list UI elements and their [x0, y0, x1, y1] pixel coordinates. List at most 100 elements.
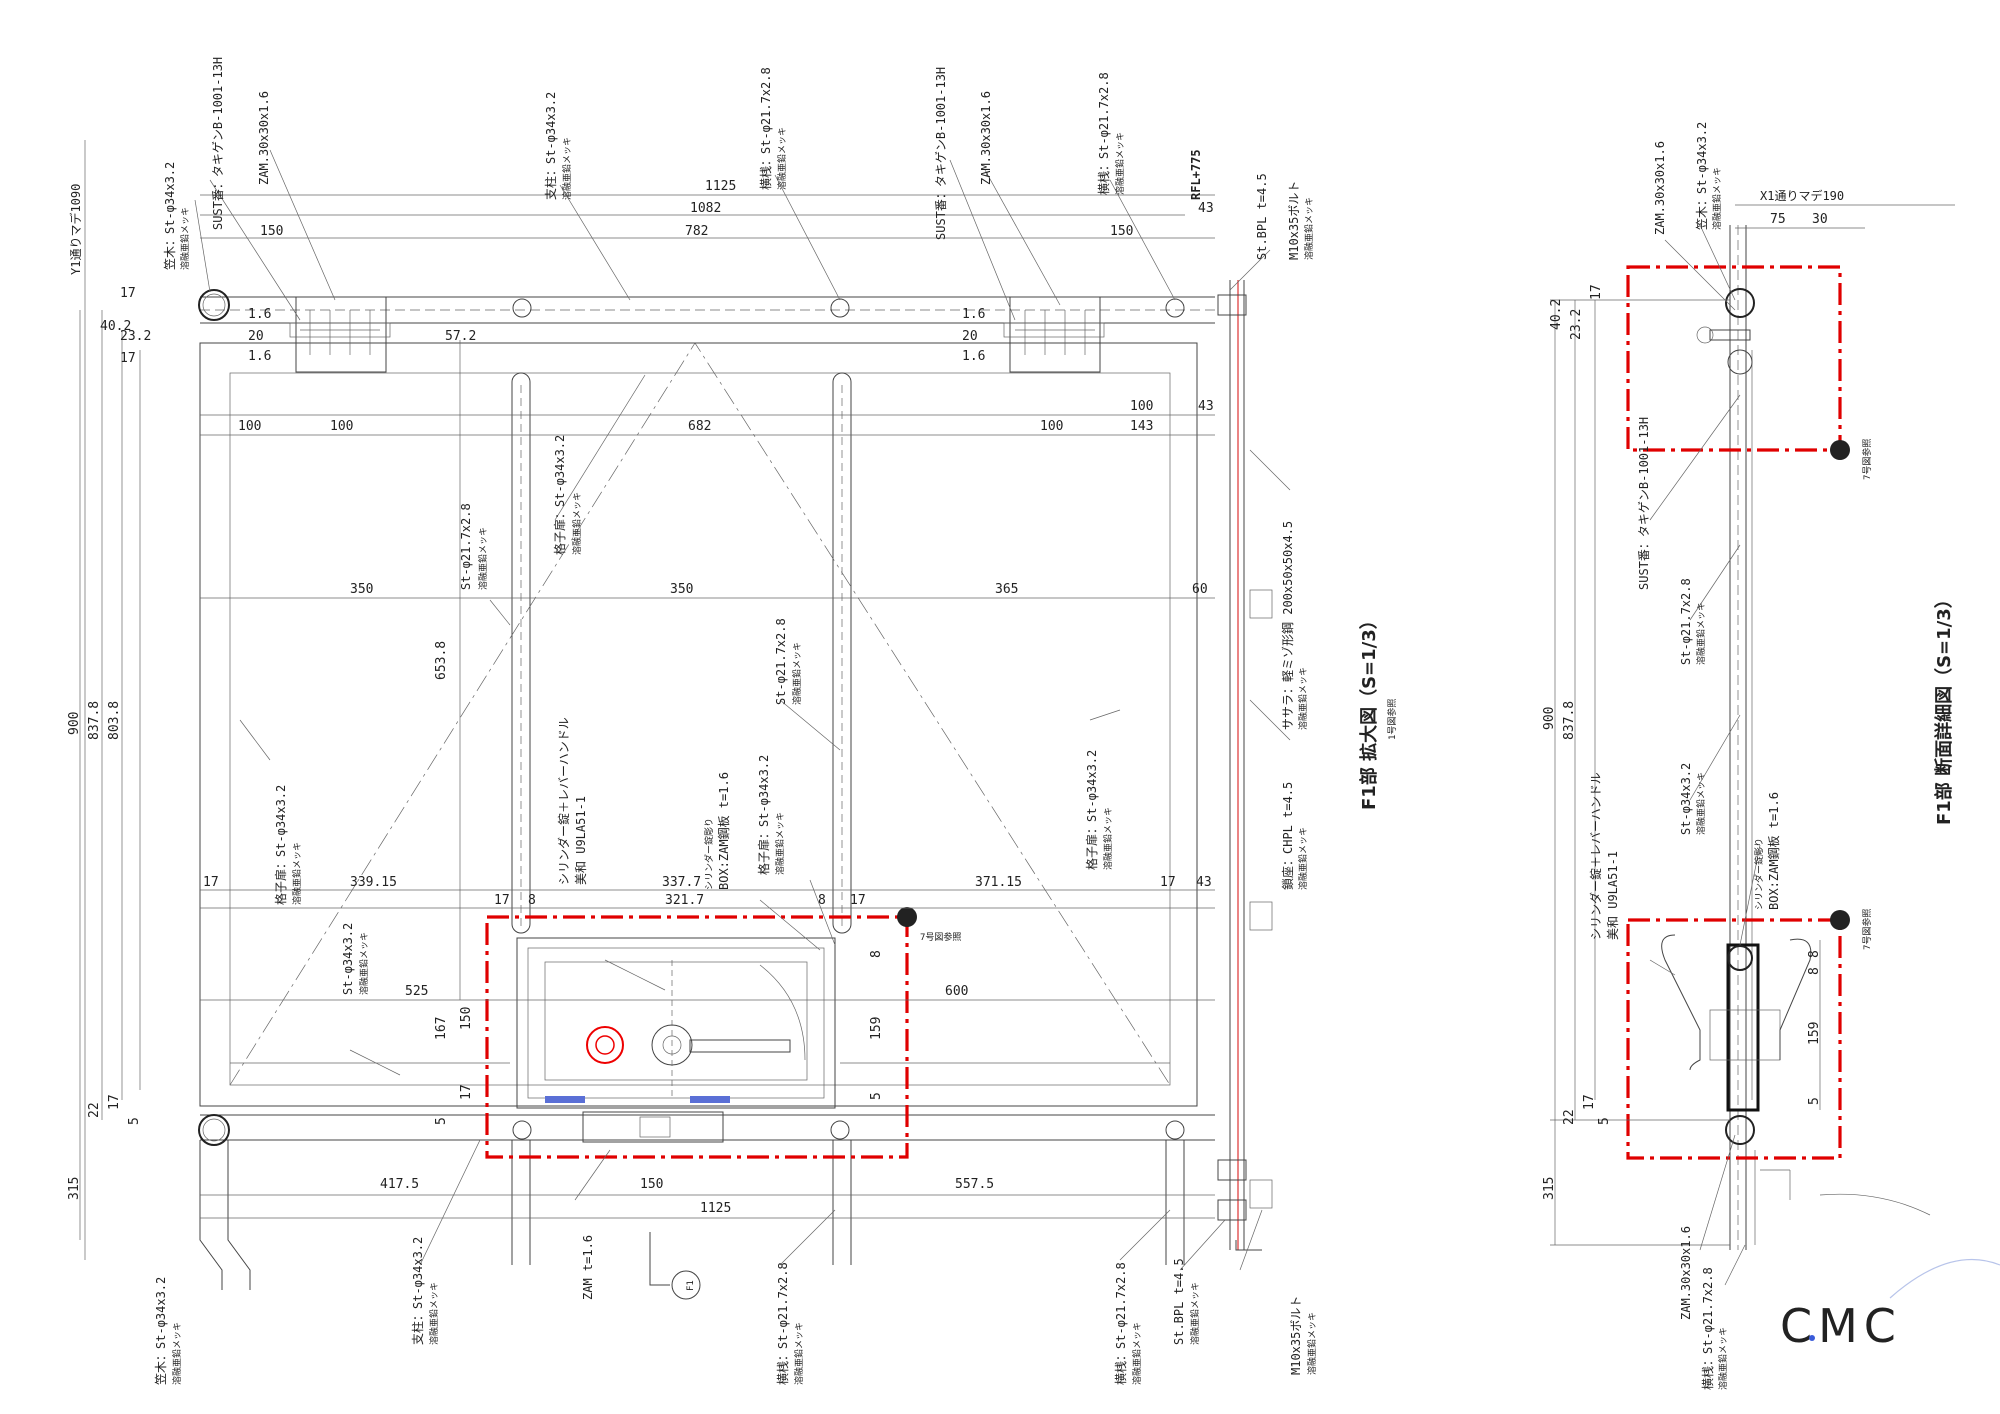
- dim-text: 682: [688, 419, 711, 434]
- dim-text: 837.8: [87, 701, 102, 740]
- dim-text: 143: [1130, 419, 1153, 434]
- label-sub: 溶融亜鉛メッキ: [171, 1322, 183, 1385]
- dim-text: 837.8: [1562, 701, 1577, 740]
- plan-title-sub: 1号図参照: [1386, 699, 1398, 740]
- dim-text: 900: [1542, 707, 1557, 730]
- plan-title: F1部 拡大図（S=1/3）: [1358, 611, 1380, 810]
- label-box: シリンダー錠彫り: [703, 818, 715, 890]
- dim-text: 350: [670, 582, 693, 597]
- label-sub: 溶融亜鉛メッキ: [791, 642, 803, 705]
- label-cylinder2: 美和 U9LA51-1: [574, 796, 588, 885]
- section-label-box: シリンダー錠彫り: [1753, 838, 1765, 910]
- label-box2: BOX:ZAM鋼板 t=1.6: [717, 772, 731, 890]
- dim-text: 371.15: [975, 875, 1022, 890]
- section-view: 7号図参照 7号図参照 40.2 23.2 17 75 30 900 837.8…: [1542, 122, 2000, 1390]
- label-sub: 溶融亜鉛メッキ: [1303, 197, 1315, 260]
- section-label-cylinder: シリンダー錠＋レバーハンドル: [1588, 772, 1603, 940]
- section-label-kasagi: 笠木：St-φ34x3.2: [1694, 122, 1709, 230]
- section-callout-top: [1626, 265, 1842, 452]
- plan-view: 7号図参照 1125 1082 43 150 782 150: [67, 57, 1398, 1385]
- dim-text: 17: [120, 351, 136, 366]
- label-sub: 溶融亜鉛メッキ: [776, 127, 788, 190]
- ref-marker: [897, 907, 917, 927]
- dim-text: 100: [238, 419, 261, 434]
- dim-text: 17: [120, 286, 136, 301]
- dim-text: 5: [869, 1092, 884, 1100]
- hinge-left: [289, 296, 391, 373]
- detail-callout-box: [485, 915, 909, 1159]
- section-callout-bottom: [1626, 918, 1842, 1160]
- dim-text: 17: [203, 875, 219, 890]
- label-m10: M10x35ボルト: [1289, 1296, 1303, 1375]
- section-leaders: [1649, 224, 1761, 1286]
- lock-box: [516, 937, 836, 1109]
- label-yokozan: 横桟：St-φ21.7x2.8: [1097, 72, 1111, 195]
- dim-text: 1125: [705, 179, 736, 194]
- label-sust: SUST番：タキゲンB-1001-13H: [934, 67, 948, 240]
- dim-text: 350: [350, 582, 373, 597]
- dim-text: 1125: [700, 1201, 731, 1216]
- dim-text: 1.6: [248, 307, 271, 322]
- dim-text: 43: [1198, 399, 1214, 414]
- dim-text: 23.2: [1569, 309, 1584, 340]
- dim-text: 365: [995, 582, 1018, 597]
- section-title: F1部 断面詳細図（S=1/3）: [1933, 590, 1955, 825]
- door-swing-line: [229, 342, 1171, 1086]
- dim-text: 43: [1198, 201, 1214, 216]
- section-label-st21: St-φ21.7x2.8: [1679, 578, 1693, 665]
- label-zam-t: ZAM t=1.6: [581, 1235, 595, 1300]
- section-marker: F1: [649, 1232, 701, 1300]
- dim-text: 20: [962, 329, 978, 344]
- label-yokozan: 横桟：St-φ21.7x2.8: [776, 1262, 790, 1385]
- dim-text: 8: [818, 893, 826, 908]
- dim-text: 600: [945, 984, 968, 999]
- bottom-rail: [198, 1111, 1215, 1290]
- top-rail-post-circle: [830, 298, 850, 318]
- label-kasagi: 笠木：St-φ34x3.2: [153, 1277, 168, 1385]
- section-dimension-lines: [1550, 204, 1955, 1246]
- dim-text: 17: [459, 1084, 474, 1100]
- label-st21: St-φ21.7x2.8: [459, 503, 473, 590]
- label-yokozan: 横桟：St-φ21.7x2.8: [1114, 1262, 1128, 1385]
- dim-text: 60: [1192, 582, 1208, 597]
- dim-text: 8: [1807, 950, 1822, 958]
- dim-text: 321.7: [665, 893, 704, 908]
- hinge-right: [1003, 296, 1105, 373]
- dim-text: 100: [1040, 419, 1063, 434]
- label-shichu: 支柱：St-φ34x3.2: [543, 92, 558, 200]
- top-rail-post-circle: [512, 298, 532, 318]
- dim-text: 315: [1542, 1177, 1557, 1200]
- dim-text: 100: [330, 419, 353, 434]
- dim-text: 8: [869, 950, 884, 958]
- label-zam: ZAM.30x30x1.6: [979, 91, 993, 185]
- label-sasara: ササラ：軽ミゾ形鋼 200x50x50x4.5: [1281, 521, 1295, 730]
- dim-text: 803.8: [107, 701, 122, 740]
- dim-text: 1082: [690, 201, 721, 216]
- label-sub: 溶融亜鉛メッキ: [1717, 1327, 1729, 1390]
- dim-text: 8: [528, 893, 536, 908]
- label-cylinder: シリンダー錠＋レバーハンドル: [556, 717, 571, 885]
- dim-text: 159: [1807, 1022, 1822, 1045]
- gate-inner-frame: [229, 372, 1171, 1086]
- dim-text: 100: [1130, 399, 1153, 414]
- label-sub: 溶融亜鉛メッキ: [1102, 807, 1114, 870]
- dim-text: 900: [67, 712, 82, 735]
- label-koushi: 格子扉：St-φ34x3.2: [1084, 750, 1099, 870]
- label-sub: 溶融亜鉛メッキ: [1189, 1282, 1201, 1345]
- rfl-label: RFL+775: [1189, 149, 1203, 200]
- dim-text: 339.15: [350, 875, 397, 890]
- label-sub: 溶融亜鉛メッキ: [1711, 167, 1723, 230]
- side-channel: [1217, 280, 1273, 1251]
- vertical-bars: [511, 372, 852, 934]
- dim-text: 17: [1582, 1094, 1597, 1110]
- dim-text: 5: [127, 1117, 142, 1125]
- top-rail-post-circle: [198, 289, 230, 321]
- label-chpl: 鎖座：CHPL t=4.5: [1280, 782, 1295, 890]
- y1-label: Y1通りマデ1090: [68, 184, 83, 275]
- dim-text: 17: [1589, 284, 1604, 300]
- dim-text: 782: [685, 224, 708, 239]
- dim-text: 22: [1562, 1109, 1577, 1125]
- ref7-label: 7号図参照: [1861, 909, 1873, 950]
- dim-text: 43: [1196, 875, 1212, 890]
